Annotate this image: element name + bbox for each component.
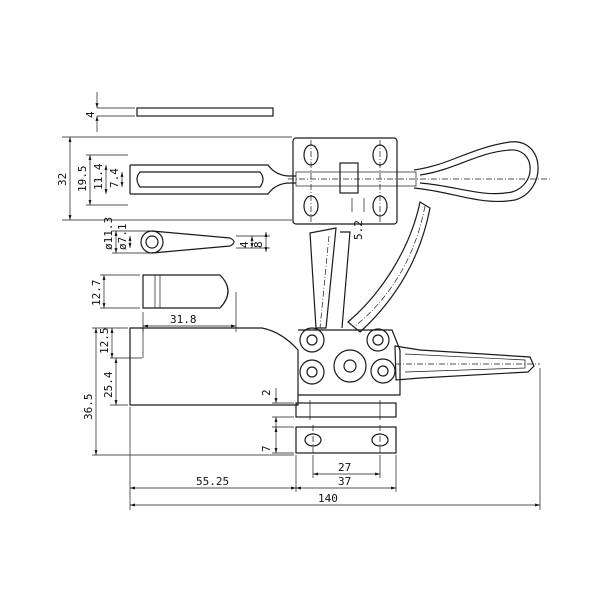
dim-8-label: 8 [252, 241, 265, 248]
dim-12-7-label: 12.7 [90, 280, 103, 307]
latch-tip-view: 12.7 31.8 [90, 274, 237, 332]
thin-plate-view: 4 [84, 92, 274, 132]
side-view-dimensions: 12.5 25.4 36.5 2 7 27 37 55.25 [82, 328, 541, 510]
dim-36-5-label: 36.5 [82, 394, 95, 421]
dim-5-2-label: 5.2 [352, 220, 365, 240]
side-view [129, 201, 540, 455]
dim-11-3-label: ø11.3 [102, 217, 115, 250]
dim-32-label: 32 [56, 173, 69, 186]
dim-4-label: 4 [84, 111, 97, 118]
dim-4-slot-label: 4 [238, 241, 251, 248]
dim-140-label: 140 [318, 492, 338, 505]
dim-7-label: 7 [260, 445, 273, 452]
top-view-dimensions: 32 19.5 11.4 7.4 5.2 [56, 136, 365, 240]
dim-11-4-label: 11.4 [92, 163, 105, 190]
dim-7-4-label: 7.4 [108, 168, 121, 188]
dim-7-1-label: ø7.1 [116, 224, 129, 251]
top-view [129, 137, 550, 225]
dim-19-5-label: 19.5 [76, 166, 89, 193]
dim-31-8-label: 31.8 [170, 313, 197, 326]
dim-2-label: 2 [260, 389, 273, 396]
dim-27-label: 27 [338, 461, 351, 474]
dim-12-5-label: 12.5 [98, 328, 111, 355]
dim-37-label: 37 [338, 475, 351, 488]
dim-55-25-label: 55.25 [196, 475, 229, 488]
dim-25-4-label: 25.4 [102, 371, 115, 398]
hook-view: ø11.3 ø7.1 4 8 [102, 217, 270, 254]
